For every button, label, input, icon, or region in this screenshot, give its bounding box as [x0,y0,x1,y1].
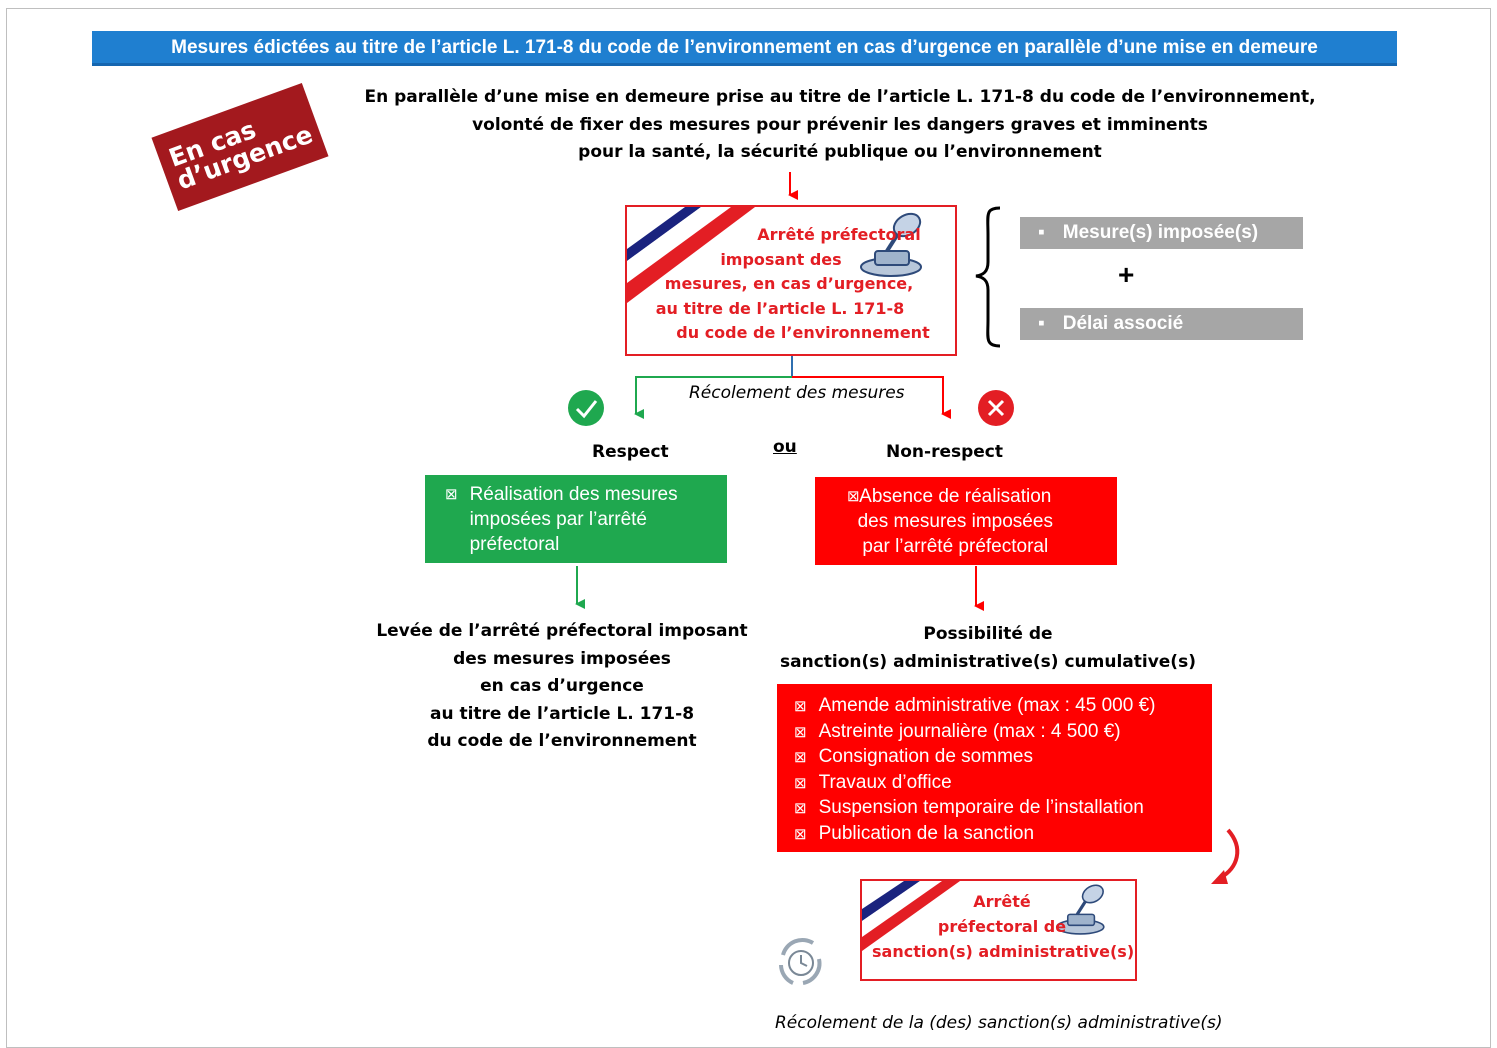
flag-stripes-icon [627,207,755,303]
arrete-main-line-1: Arrêté préfectoral [757,225,921,244]
non-respect-box: ⊠ Absence de réalisation des mesures imp… [815,477,1117,565]
arrow-to-non-respect [792,376,951,419]
ou-label: ou [773,437,797,457]
sanction-label: Suspension temporaire de l’installation [818,797,1144,818]
non-respect-box-line-2: des mesures imposées [857,511,1053,532]
sanction-item: ⊠ Suspension temporaire de l’installation [794,796,1212,822]
flag-stripes-icon [862,881,960,951]
checkbox-icon: ⊠ [847,488,860,505]
sanction-item: ⊠ Amende administrative (max : 45 000 €) [794,694,1212,720]
respect-result-line-4: au titre de l’article L. 171-8 [429,703,695,724]
non-respect-label: Non-respect [886,442,1003,462]
plus-sign: + [1118,259,1135,290]
non-respect-result-line-1: Possibilité de [923,624,1053,644]
respect-label: Respect [592,442,669,462]
checkbox-icon: ⊠ [794,800,807,817]
brace [975,206,1001,348]
arrete-main-line-5: du code de l’environnement [676,323,930,342]
arrete-main-box: Arrêté préfectoral imposant des mesures,… [625,205,957,356]
non-respect-box-line-3: par l’arrêté préfectoral [862,536,1049,557]
arrete-main-line-3: mesures, en cas d’urgence, [664,274,914,293]
respect-result-line-1: Levée de l’arrêté préfectoral imposant [376,621,748,641]
recolement-sanctions: Récolement de la (des) sanction(s) admin… [775,1013,1223,1033]
arrete-sanction-box: Arrêté préfectoral de sanction(s) admini… [860,879,1137,981]
recolement-mesures: Récolement des mesures [689,383,905,403]
sanction-item: ⊠ Publication de la sanction [794,822,1212,848]
requirement-mesures-label: Mesure(s) imposée(s) [1062,222,1259,243]
sanctions-box: ⊠Amende administrative (max : 45 000 €)⊠… [777,684,1212,852]
checkbox-icon: ⊠ [794,698,807,715]
sanction-label: Astreinte journalière (max : 4 500 €) [818,720,1121,742]
respect-result-line-5: du code de l’environnement [427,731,697,751]
stamp-icon [1056,884,1105,935]
checkbox-icon: ⊠ [794,825,807,843]
respect-box-line-3: préfectoral [469,534,560,555]
cycle-clock-icon [779,937,822,985]
arrete-sanction-line-2: préfectoral de [937,917,1067,936]
cross-circle-icon [978,390,1014,426]
arrete-main-line-2: imposant des [720,249,842,269]
respect-box-line-2: imposées par l’arrêté [469,509,647,530]
non-respect-result-line-2: sanction(s) administrative(s) cumulative… [780,651,1196,672]
respect-box: ⊠ Réalisation des mesures imposées par l… [425,475,727,563]
respect-result-line-2: des mesures imposées [453,648,671,669]
non-respect-result: Possibilité de sanction(s) administrativ… [768,621,1208,676]
sanction-label: Consignation de sommes [818,746,1033,767]
arrete-sanction-line-3: sanction(s) administrative(s) [872,942,1135,961]
sanction-item: ⊠ Astreinte journalière (max : 4 500 €) [794,720,1212,746]
checkbox-icon: ⊠ [794,774,807,792]
intro-line-3: pour la santé, la sécurité publique ou l… [578,142,1102,162]
page-title: Mesures édictées au titre de l’article L… [92,31,1397,66]
sanction-label: Travaux d’office [818,771,952,793]
curved-arrow-icon [1218,828,1240,880]
respect-box-line-1: Réalisation des mesures [469,484,678,505]
requirement-delai: ▪Délai associé [1020,308,1303,340]
intro-line-1: En parallèle d’une mise en demeure prise… [364,87,1316,107]
checkbox-icon: ⊠ [794,723,807,741]
sanctions-list: ⊠Amende administrative (max : 45 000 €)⊠… [794,694,1212,847]
intro-line-2: volonté de fixer des mesures pour préven… [472,114,1208,135]
requirement-delai-label: Délai associé [1062,313,1184,334]
sanction-item: ⊠ Consignation de sommes [794,745,1212,771]
respect-result: Levée de l’arrêté préfectoral imposant d… [362,618,762,756]
stamp-icon [860,212,922,277]
non-respect-box-line-1: Absence de réalisation [859,486,1052,507]
sanction-label: Publication de la sanction [818,822,1035,844]
checkbox-icon: ⊠ [794,749,807,766]
sanction-item: ⊠ Travaux d’office [794,771,1212,797]
checkbox-icon: ⊠ [445,486,458,503]
arrete-main-line-4: au titre de l’article L. 171-8 [655,298,905,318]
requirement-mesures: ▪Mesure(s) imposée(s) [1020,217,1303,249]
check-circle-icon [568,390,604,426]
sanction-label: Amende administrative (max : 45 000 €) [818,695,1156,716]
intro-text: En parallèle d’une mise en demeure prise… [340,84,1340,167]
arrow-to-respect [634,376,792,419]
arrete-sanction-line-1: Arrêté [973,892,1031,911]
respect-result-line-3: en cas d’urgence [480,676,644,696]
